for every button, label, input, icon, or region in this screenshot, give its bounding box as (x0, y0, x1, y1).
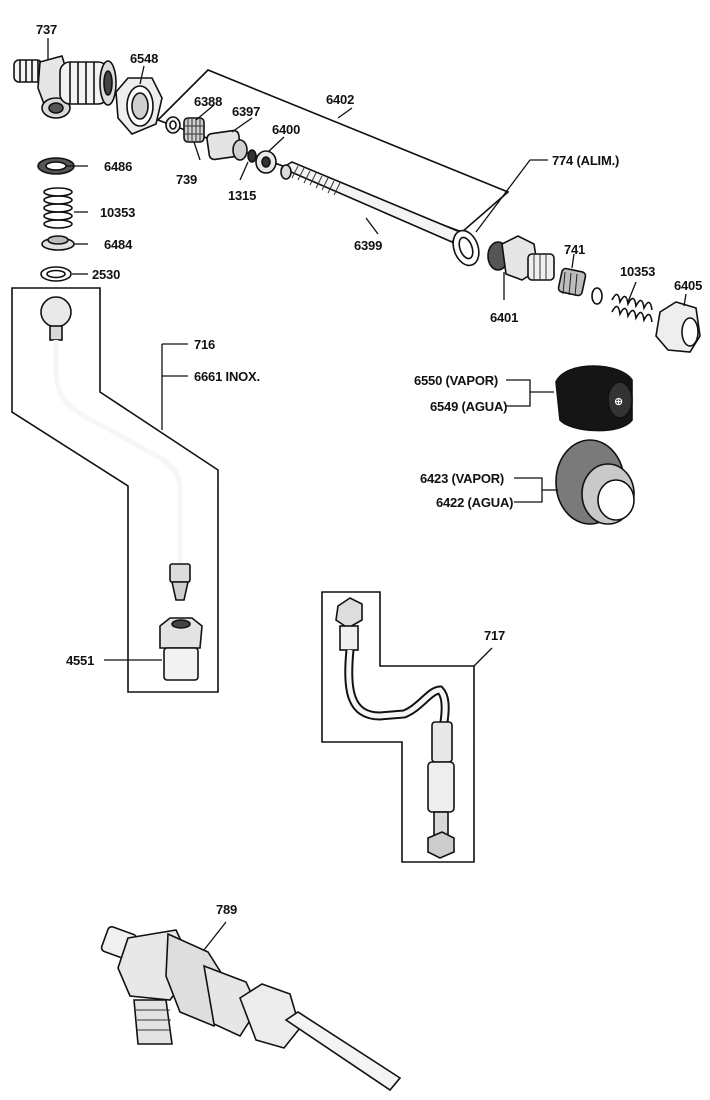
knob-6423-6422 (555, 439, 635, 525)
label-6548: 6548 (130, 51, 158, 66)
washer-6486 (37, 157, 75, 175)
label-6486: 6486 (104, 159, 132, 174)
label-774-alim: 774 (ALIM.) (552, 153, 619, 168)
label-6388: 6388 (194, 94, 222, 109)
label-10353-right: 10353 (620, 264, 655, 279)
label-6400: 6400 (272, 122, 300, 137)
filter-739 (183, 117, 205, 143)
oring-2530 (40, 266, 72, 282)
steam-wand-716 (40, 296, 191, 601)
label-6550-vapor: 6550 (VAPOR) (414, 373, 498, 388)
gasket-774 (452, 229, 480, 267)
seat-6484 (41, 235, 75, 251)
label-6549-agua: 6549 (AGUA) (430, 399, 507, 414)
fitting-737 (13, 55, 117, 119)
label-6405: 6405 (674, 278, 702, 293)
nut-6548 (115, 77, 163, 135)
oring-1315 (247, 149, 257, 163)
nozzle-4551 (159, 617, 203, 681)
body-6397 (206, 129, 248, 161)
spring-10353-left (43, 187, 73, 229)
shaft-6399 (280, 161, 462, 243)
hose-717 (335, 597, 455, 859)
label-4551: 4551 (66, 653, 94, 668)
label-737: 737 (36, 22, 57, 37)
leader-lines (47, 38, 687, 951)
label-717: 717 (484, 628, 505, 643)
label-6423-vapor: 6423 (VAPOR) (420, 471, 504, 486)
label-6397: 6397 (232, 104, 260, 119)
label-6422-agua: 6422 (AGUA) (436, 495, 513, 510)
label-741: 741 (564, 242, 585, 257)
valve-789 (100, 925, 402, 1092)
label-6401: 6401 (490, 310, 518, 325)
svg-text:⊕: ⊕ (614, 395, 623, 408)
spring-10353-right (611, 293, 653, 323)
label-2530: 2530 (92, 267, 120, 282)
washer-6388 (165, 116, 181, 134)
label-6402: 6402 (326, 92, 354, 107)
label-789: 789 (216, 902, 237, 917)
body-6401 (487, 235, 555, 281)
label-1315: 1315 (228, 188, 256, 203)
label-6661-inox: 6661 INOX. (194, 369, 260, 384)
label-739: 739 (176, 172, 197, 187)
label-6484: 6484 (104, 237, 133, 252)
cap-nut-6405 (655, 301, 701, 353)
knob-6550-6549: ⊕ (555, 365, 633, 432)
oring-small (591, 287, 603, 305)
label-716: 716 (194, 337, 215, 352)
part-labels: 737 6548 6402 6388 6397 6400 739 1315 77… (36, 22, 702, 917)
assembly-box-716 (11, 287, 219, 693)
filter-741 (557, 267, 587, 297)
label-10353-left: 10353 (100, 205, 135, 220)
assembly-box-717 (321, 591, 475, 863)
label-6399: 6399 (354, 238, 382, 253)
seal-6400 (255, 150, 277, 174)
